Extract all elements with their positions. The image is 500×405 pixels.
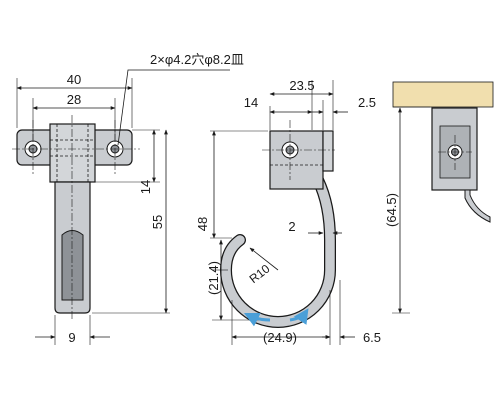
wood-shelf bbox=[392, 81, 494, 108]
left-motion-arrow bbox=[243, 312, 271, 327]
dim-offset-6-5: 6.5 bbox=[363, 330, 381, 345]
dim-height-21-4: (21.4) bbox=[206, 261, 221, 295]
front-center-block bbox=[49, 123, 96, 183]
dim-height-48: 48 bbox=[195, 217, 210, 231]
dim-height-14: 14 bbox=[138, 180, 153, 194]
dim-depth-14: 14 bbox=[244, 95, 258, 110]
dim-radius-10: R10 bbox=[247, 261, 273, 286]
hole-annotation: 2×φ4.2穴φ8.2皿 bbox=[150, 52, 244, 67]
front-view: 40 28 2×φ4.2穴φ8.2皿 14 55 9 bbox=[12, 52, 244, 345]
front-hook-tip bbox=[61, 230, 84, 301]
dim-opening-24-9: (24.9) bbox=[263, 330, 297, 345]
side-mounting-plate bbox=[322, 130, 334, 172]
mounted-hook-end bbox=[464, 189, 491, 223]
side-hook-body bbox=[221, 175, 335, 327]
right-motion-arrow bbox=[289, 308, 309, 325]
dim-width-40: 40 bbox=[67, 72, 81, 87]
side-mounting-block bbox=[269, 130, 324, 190]
side-view: 14 23.5 2.5 48 (21.4) 2 R10 (24.9) bbox=[195, 78, 381, 345]
dim-height-64-5: (64.5) bbox=[384, 193, 399, 227]
dim-thickness-2-5: 2.5 bbox=[358, 95, 376, 110]
dim-depth-23-5: 23.5 bbox=[289, 78, 314, 93]
dim-gap-2: 2 bbox=[288, 219, 295, 234]
hole-annotation-leader bbox=[117, 69, 230, 146]
dim-hole-pitch-28: 28 bbox=[67, 92, 81, 107]
dim-stem-9: 9 bbox=[68, 330, 75, 345]
dim-height-55: 55 bbox=[150, 215, 165, 229]
mounted-view: (64.5) bbox=[384, 81, 494, 314]
